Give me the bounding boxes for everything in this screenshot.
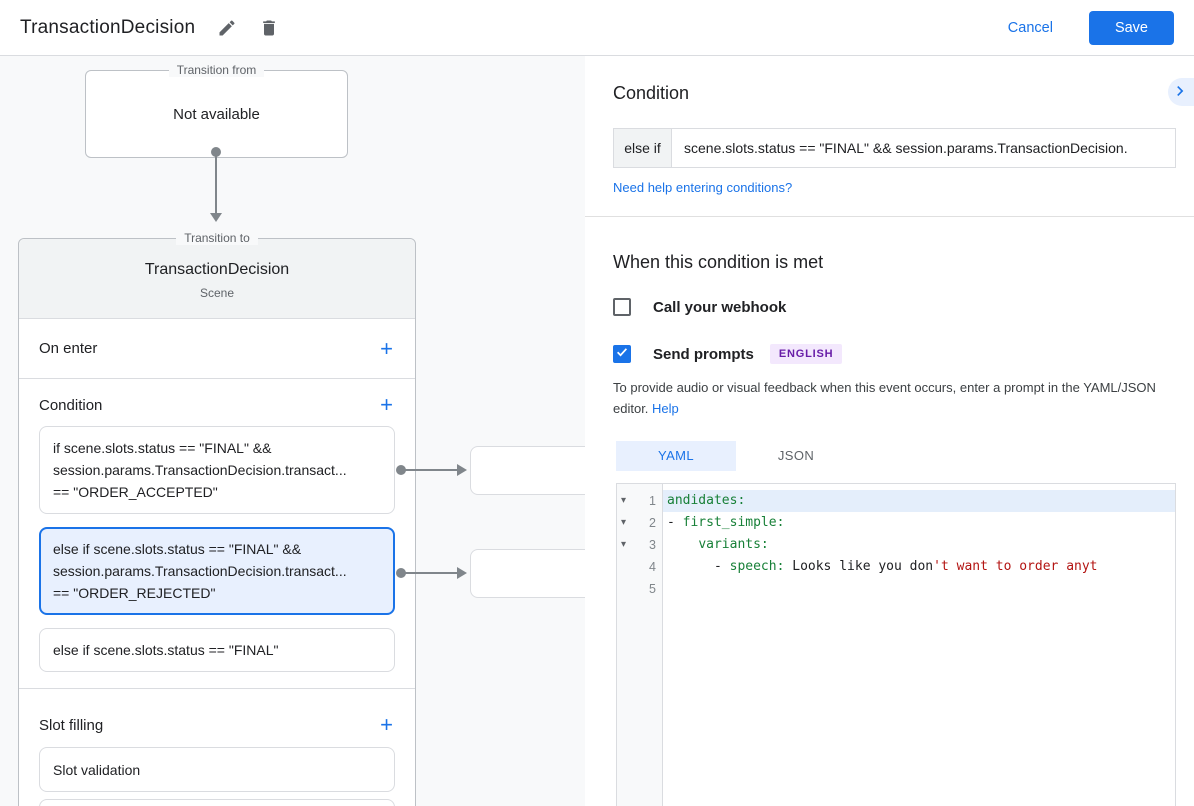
cancel-button[interactable]: Cancel (1002, 19, 1059, 37)
slot-filling-section: Slot filling + Slot validation (19, 689, 415, 806)
on-enter-label: On enter (39, 340, 98, 357)
webhook-row: Call your webhook (613, 298, 1176, 316)
pencil-icon (217, 19, 237, 41)
line-number: ▾2 (617, 512, 663, 534)
condition-expression-row: else if (613, 128, 1176, 168)
condition-expression-input[interactable] (672, 128, 1176, 168)
code-text: variants: (698, 536, 769, 552)
condition-heading: Condition (613, 83, 690, 103)
connector-arrowhead (210, 213, 222, 222)
code-text: - speech: Looks like you don't want to o… (667, 558, 1098, 574)
code-line[interactable]: 5 (617, 578, 1175, 600)
connector-line (405, 469, 458, 471)
line-number: ▾1 (617, 490, 663, 512)
editor-hint: To provide audio or visual feedback when… (613, 380, 1156, 416)
editor-gutter (617, 483, 663, 806)
code-line[interactable]: ▾2- first_simple: (617, 512, 1175, 534)
condition-box-line: session.params.TransactionDecision.trans… (53, 563, 347, 579)
top-bar: TransactionDecision Cancel Save (0, 0, 1194, 56)
transition-from-value: Not available (173, 105, 260, 123)
tab-yaml[interactable]: YAML (616, 440, 736, 471)
connector-dot (396, 568, 406, 578)
slot-item[interactable]: Slot validation (39, 747, 395, 792)
flow-diagram-canvas: Transition from Not available Transition… (0, 56, 585, 806)
trash-icon (259, 20, 279, 41)
scene-card-header: TransactionDecision Scene (19, 239, 415, 319)
scene-type-label: Scene (199, 286, 235, 300)
condition-section-label: Condition (39, 396, 103, 414)
condition-section: Condition + if scene.slots.status == "FI… (19, 379, 415, 689)
checkmark-icon (615, 345, 629, 364)
transition-target-box[interactable] (470, 549, 585, 598)
connector-arrowhead (457, 567, 467, 579)
when-condition-met-heading: When this condition is met (613, 252, 824, 272)
call-webhook-label: Call your webhook (653, 298, 787, 316)
scene-card: Transition to TransactionDecision Scene … (18, 231, 416, 806)
line-number: 4 (649, 559, 656, 574)
add-on-enter-button[interactable]: + (380, 335, 393, 361)
connector-line (405, 572, 458, 574)
condition-box[interactable]: if scene.slots.status == "FINAL" && sessi… (39, 426, 395, 514)
condition-editor-panel: Condition else if Need help entering con… (585, 56, 1194, 806)
connector-dot (211, 147, 221, 157)
code-text (663, 578, 1175, 600)
condition-list: if scene.slots.status == "FINAL" && sessi… (39, 426, 395, 672)
send-prompts-row: Send prompts ENGLISH (613, 344, 1176, 364)
send-prompts-label: Send prompts (653, 345, 754, 363)
code-line[interactable]: 4 - speech: Looks like you don't want to… (617, 556, 1175, 578)
condition-help-link[interactable]: Need help entering conditions? (613, 180, 793, 195)
fold-arrow-icon[interactable]: ▾ (621, 538, 627, 550)
page-title: TransactionDecision (20, 16, 196, 38)
tab-json[interactable]: JSON (777, 448, 815, 464)
fold-arrow-icon[interactable]: ▾ (621, 494, 627, 506)
panel-divider (585, 216, 1194, 217)
transition-from-box: Transition from Not available (85, 63, 348, 158)
code-line[interactable]: ▾3 variants: (617, 534, 1175, 556)
add-slot-button[interactable]: + (380, 712, 393, 737)
slot-item-cutoff[interactable] (39, 799, 395, 806)
edit-title-button[interactable] (213, 14, 241, 42)
connector-line (215, 155, 217, 213)
main-content: Transition from Not available Transition… (0, 56, 1194, 806)
collapse-panel-button[interactable] (1168, 78, 1194, 106)
condition-box-line: else if scene.slots.status == "FINAL" (53, 642, 279, 658)
condition-box-line: == "ORDER_REJECTED" (53, 585, 216, 601)
condition-box-line: else if scene.slots.status == "FINAL" && (53, 541, 302, 557)
connector-dot (396, 465, 406, 475)
transition-target-box[interactable] (470, 446, 585, 495)
add-condition-button[interactable]: + (380, 392, 393, 417)
on-enter-row[interactable]: On enter + (19, 319, 415, 379)
fold-arrow-icon[interactable]: ▾ (621, 516, 627, 528)
condition-operator-label: else if (613, 128, 672, 168)
line-number: ▾3 (617, 534, 663, 556)
language-badge: ENGLISH (769, 344, 843, 364)
chevron-right-icon (1170, 81, 1190, 104)
send-prompts-checkbox[interactable] (613, 345, 631, 363)
condition-box-line: if scene.slots.status == "FINAL" && (53, 440, 272, 456)
transition-to-legend: Transition to (176, 231, 258, 245)
code-text: - first_simple: (667, 514, 785, 530)
help-link[interactable]: Help (652, 400, 679, 416)
connector-arrowhead (457, 464, 467, 476)
transition-from-legend: Transition from (168, 63, 265, 77)
call-webhook-checkbox[interactable] (613, 298, 631, 316)
slot-list: Slot validation (39, 747, 395, 792)
delete-scene-button[interactable] (255, 14, 283, 42)
editor-tab-bar: YAML JSON (616, 440, 1176, 471)
save-button[interactable]: Save (1088, 10, 1174, 45)
slot-filling-label: Slot filling (39, 716, 104, 734)
line-number: 5 (649, 581, 656, 596)
code-text: andidates: (663, 489, 1175, 512)
condition-box-line: == "ORDER_ACCEPTED" (53, 484, 218, 500)
condition-box-line: session.params.TransactionDecision.trans… (53, 462, 347, 478)
scene-name: TransactionDecision (144, 261, 290, 278)
condition-box[interactable]: else if scene.slots.status == "FINAL" (39, 628, 395, 672)
condition-box[interactable]: else if scene.slots.status == "FINAL" &&… (39, 527, 395, 615)
